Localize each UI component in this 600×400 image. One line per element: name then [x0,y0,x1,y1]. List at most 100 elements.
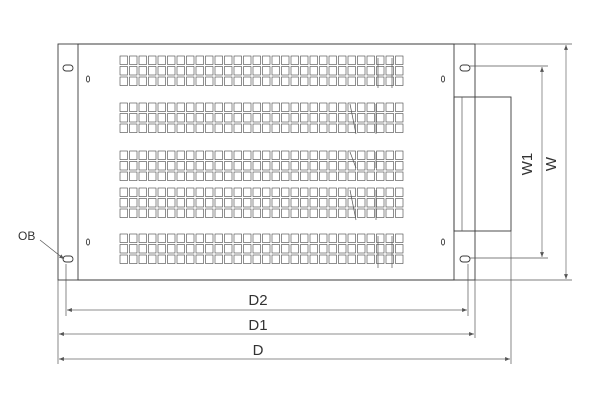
vent-slot [357,150,366,160]
vent-slot [186,150,195,160]
vent-slot [347,66,356,76]
internal-detail-line [349,189,357,221]
vent-slot [366,187,375,197]
vent-slot [148,76,157,86]
vent-slot [186,244,195,254]
vent-slot [366,233,375,243]
screw-hole-bottom-left [85,238,91,246]
vent-slot [157,171,166,181]
vent-slot [186,208,195,218]
vent-slot [357,233,366,243]
vent-slot [271,244,280,254]
vent-slot [290,76,299,86]
vent-slot [195,198,204,208]
vent-slot [243,187,252,197]
vent-slot [129,102,138,112]
vent-slot [262,187,271,197]
vent-slot [347,150,356,160]
vent-slot [262,113,271,123]
vent-slot [167,161,176,171]
vent-slot [309,233,318,243]
vent-slot [290,123,299,133]
vent-slot [300,113,309,123]
vent-slot [167,150,176,160]
mount-slot-bottom-right [459,255,471,263]
vent-slot [233,113,242,123]
vent-slot [309,102,318,112]
vent-slot [366,150,375,160]
vent-slot [376,233,385,243]
mount-slot-bottom-left [62,255,74,263]
vent-slot [148,233,157,243]
vent-slot [328,187,337,197]
vent-slot [328,198,337,208]
vent-slot [328,233,337,243]
vent-slot [148,123,157,133]
vent-slot [243,113,252,123]
vent-slot [176,76,185,86]
vent-slot [252,254,261,264]
vent-slot [167,113,176,123]
vent-slot [357,161,366,171]
vent-slot [366,102,375,112]
vent-slot [366,76,375,86]
vent-slot [233,161,242,171]
internal-detail-line [349,103,357,135]
vent-slot [195,102,204,112]
vent-slot [224,55,233,65]
vent-slot [309,123,318,133]
vent-slot [376,244,385,254]
vent-slot [281,66,290,76]
vent-slot [233,123,242,133]
label-ob: OB [18,229,35,243]
vent-slot [167,208,176,218]
vent-slot [385,150,394,160]
vent-slot [395,102,404,112]
vent-slot [271,208,280,218]
vent-slot [243,150,252,160]
vent-slot [328,102,337,112]
internal-detail-line [349,151,357,169]
vent-slot [319,233,328,243]
vent-slot [148,187,157,197]
vent-slot [167,254,176,264]
vent-slot [157,187,166,197]
vent-slot [138,55,147,65]
vent-slot [119,66,128,76]
vent-slot [233,208,242,218]
vent-slot [338,161,347,171]
vent-slot [119,254,128,264]
vent-slot [252,187,261,197]
vent-slot [319,254,328,264]
vent-slot [338,66,347,76]
vent-slot [385,244,394,254]
vent-slot [252,171,261,181]
vent-slot [129,161,138,171]
vent-slot [148,55,157,65]
vent-slot [385,198,394,208]
vent-slot [243,171,252,181]
vent-slot [195,76,204,86]
vent-slot [271,76,280,86]
vent-slot [129,123,138,133]
vent-slot [385,254,394,264]
screw-hole-top-right [440,75,446,83]
vent-slot [129,233,138,243]
vent-slot [233,102,242,112]
vent-slot [366,171,375,181]
vent-slot [319,198,328,208]
vent-slot [290,66,299,76]
vent-slot [328,123,337,133]
vent-slot [186,161,195,171]
screw-hole-bottom-right [440,238,446,246]
vent-slot [395,123,404,133]
vent-slot [281,187,290,197]
vent-slot [300,171,309,181]
vent-slot [252,198,261,208]
vent-slot [148,244,157,254]
vent-slot [262,76,271,86]
vent-slot [319,113,328,123]
vent-slot [233,66,242,76]
vent-slot [395,161,404,171]
vent-slot [224,244,233,254]
